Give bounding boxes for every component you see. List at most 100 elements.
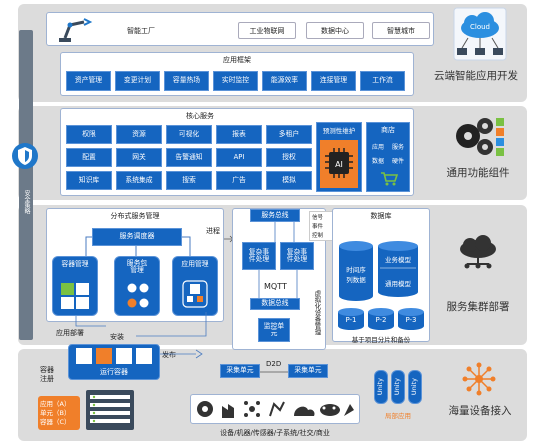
container-grid-icon — [61, 283, 89, 309]
database-cylinders — [338, 241, 424, 330]
top-item-data-center[interactable]: 数据中心 — [306, 22, 364, 39]
service-package-mgmt[interactable]: 服务包 管理 — [114, 256, 160, 316]
unity-3[interactable]: Unity — [408, 370, 422, 404]
core-item-ads[interactable]: 广告 — [216, 171, 262, 190]
security-strip — [19, 30, 33, 340]
deploy-app-a: 应用（A） — [40, 400, 71, 408]
deploy-unit-b: 单元（B） — [40, 409, 71, 417]
monitor-unit-label: 监控单 元 — [263, 321, 285, 337]
bus-note-control: 控制 — [312, 233, 324, 239]
app-item-connection[interactable]: 连接管理 — [311, 71, 356, 91]
shop-box[interactable] — [366, 122, 410, 192]
robot-arm-icon — [59, 18, 93, 42]
core-item-permission[interactable]: 权限 — [66, 125, 112, 144]
core-item-visualization[interactable]: 可视化 — [166, 125, 212, 144]
cloud-network-icon — [460, 235, 496, 269]
core-item-integration[interactable]: 系统集成 — [116, 171, 162, 190]
ai-chip-icon: AI — [320, 140, 358, 188]
core-item-knowledge[interactable]: 知识库 — [66, 171, 112, 190]
monitor-unit[interactable]: 监控单 元 — [258, 318, 290, 342]
side-title-massive: 海量设备接入 — [448, 405, 512, 417]
app-item-monitor[interactable]: 实时监控 — [213, 71, 258, 91]
d2d-label: D2D — [266, 360, 282, 368]
unity-1-label: Unity — [376, 378, 385, 396]
shop-item-hardware: 硬件 — [391, 158, 404, 165]
side-title-cloud: 云端智能应用开发 — [434, 70, 518, 82]
shop-item-service: 服务 — [391, 144, 404, 151]
cloud-icon — [453, 7, 507, 61]
core-item-report[interactable]: 报表 — [216, 125, 262, 144]
top-item-smart-city[interactable]: 智慧城市 — [372, 22, 430, 39]
gears-icon — [456, 118, 504, 156]
cep-a-label: 复杂事 件处理 — [248, 247, 270, 263]
core-services-title: 核心服务 — [186, 112, 214, 120]
deploy-connectors — [75, 312, 207, 359]
partition-1: P-1 — [345, 316, 357, 324]
predictive-maintenance-label: 预测性维护 — [322, 127, 356, 135]
cep-b-label: 复杂事 件处理 — [286, 247, 308, 263]
unity-2-label: Unity — [393, 378, 402, 396]
bottom-caption: 设备/机器/传感器/子系统/社交/商业 — [220, 429, 330, 437]
core-item-gateway[interactable]: 网关 — [116, 148, 162, 167]
device-icons — [197, 401, 354, 418]
core-item-config[interactable]: 配置 — [66, 148, 112, 167]
service-scheduler[interactable]: 服务调度器 — [92, 228, 182, 246]
app-item-workflow[interactable]: 工作流 — [360, 71, 405, 91]
container-mgmt-label: 容器管理 — [61, 260, 89, 268]
cart-icon — [381, 172, 399, 186]
service-package-icon — [127, 283, 149, 308]
collector-unit-1[interactable]: 采集单元 — [220, 364, 260, 378]
side-title-general: 通用功能组件 — [446, 167, 510, 179]
shop-title: 商店 — [381, 126, 395, 134]
app-mgmt-icon — [182, 280, 208, 308]
app-deploy-label: 应用部署 — [56, 329, 84, 337]
publish-label: 发布 — [162, 351, 176, 359]
service-package-label: 服务包 管理 — [126, 259, 148, 275]
partition-3: P-3 — [405, 316, 417, 324]
cep-b[interactable]: 复杂事 件处理 — [280, 242, 314, 270]
shop-item-app: 应用 — [371, 144, 384, 151]
timeseries-label: 时间序 列数据 — [346, 266, 366, 284]
core-item-authorization[interactable]: 授权 — [266, 148, 312, 167]
container-mgmt[interactable]: 容器管理 — [52, 256, 98, 316]
app-item-energy[interactable]: 能源效率 — [262, 71, 307, 91]
core-item-alert[interactable]: 告警通知 — [166, 148, 212, 167]
top-item-iiot[interactable]: 工业物联网 — [238, 22, 296, 39]
data-bus[interactable]: 数据总线 — [250, 298, 300, 310]
app-item-change[interactable]: 变更计划 — [115, 71, 160, 91]
core-item-resource[interactable]: 资源 — [116, 125, 162, 144]
deploy-apps-box — [38, 396, 80, 430]
core-item-simulation[interactable]: 模拟 — [266, 171, 312, 190]
database-caption: 基于项目分片和备份 — [351, 336, 411, 344]
svg-text:AI: AI — [335, 160, 343, 169]
top-item-smart-factory[interactable]: 智能工厂 — [127, 26, 155, 35]
business-model-label: 业务模型 — [385, 256, 411, 264]
network-hub-icon — [462, 362, 496, 396]
cep-a[interactable]: 复杂事 件处理 — [242, 242, 276, 270]
install-label: 安装 — [110, 333, 124, 341]
core-item-search[interactable]: 搜索 — [166, 171, 212, 190]
unity-1[interactable]: Unity — [374, 370, 388, 404]
mqtt-label: MQTT — [264, 282, 287, 291]
unity-3-label: Unity — [410, 378, 419, 396]
general-model-label: 通用模型 — [385, 280, 411, 288]
cloud-icon-label: Cloud — [470, 23, 490, 31]
bus-connectors — [258, 222, 298, 298]
unity-2[interactable]: Unity — [391, 370, 405, 404]
device-icons-bar — [190, 394, 360, 424]
core-item-api[interactable]: API — [216, 148, 262, 167]
collector-link — [260, 371, 288, 373]
partition-2: P-2 — [375, 316, 387, 324]
collector-unit-2[interactable]: 采集单元 — [288, 364, 328, 378]
shop-item-data: 数据 — [371, 158, 384, 165]
app-item-asset[interactable]: 资产管理 — [66, 71, 111, 91]
service-bus[interactable]: 服务总线 — [250, 209, 300, 222]
core-item-multitenant[interactable]: 多租户 — [266, 125, 312, 144]
app-item-capacity[interactable]: 容量热场 — [164, 71, 209, 91]
database-title: 数据库 — [370, 212, 392, 220]
run-container-label: 运行容器 — [100, 368, 128, 376]
distributed-title: 分布式服务管理 — [110, 212, 160, 220]
process-label: 进程 — [206, 227, 220, 235]
run-container-grid — [76, 348, 152, 364]
deploy-container-c: 容器（C） — [40, 418, 71, 426]
